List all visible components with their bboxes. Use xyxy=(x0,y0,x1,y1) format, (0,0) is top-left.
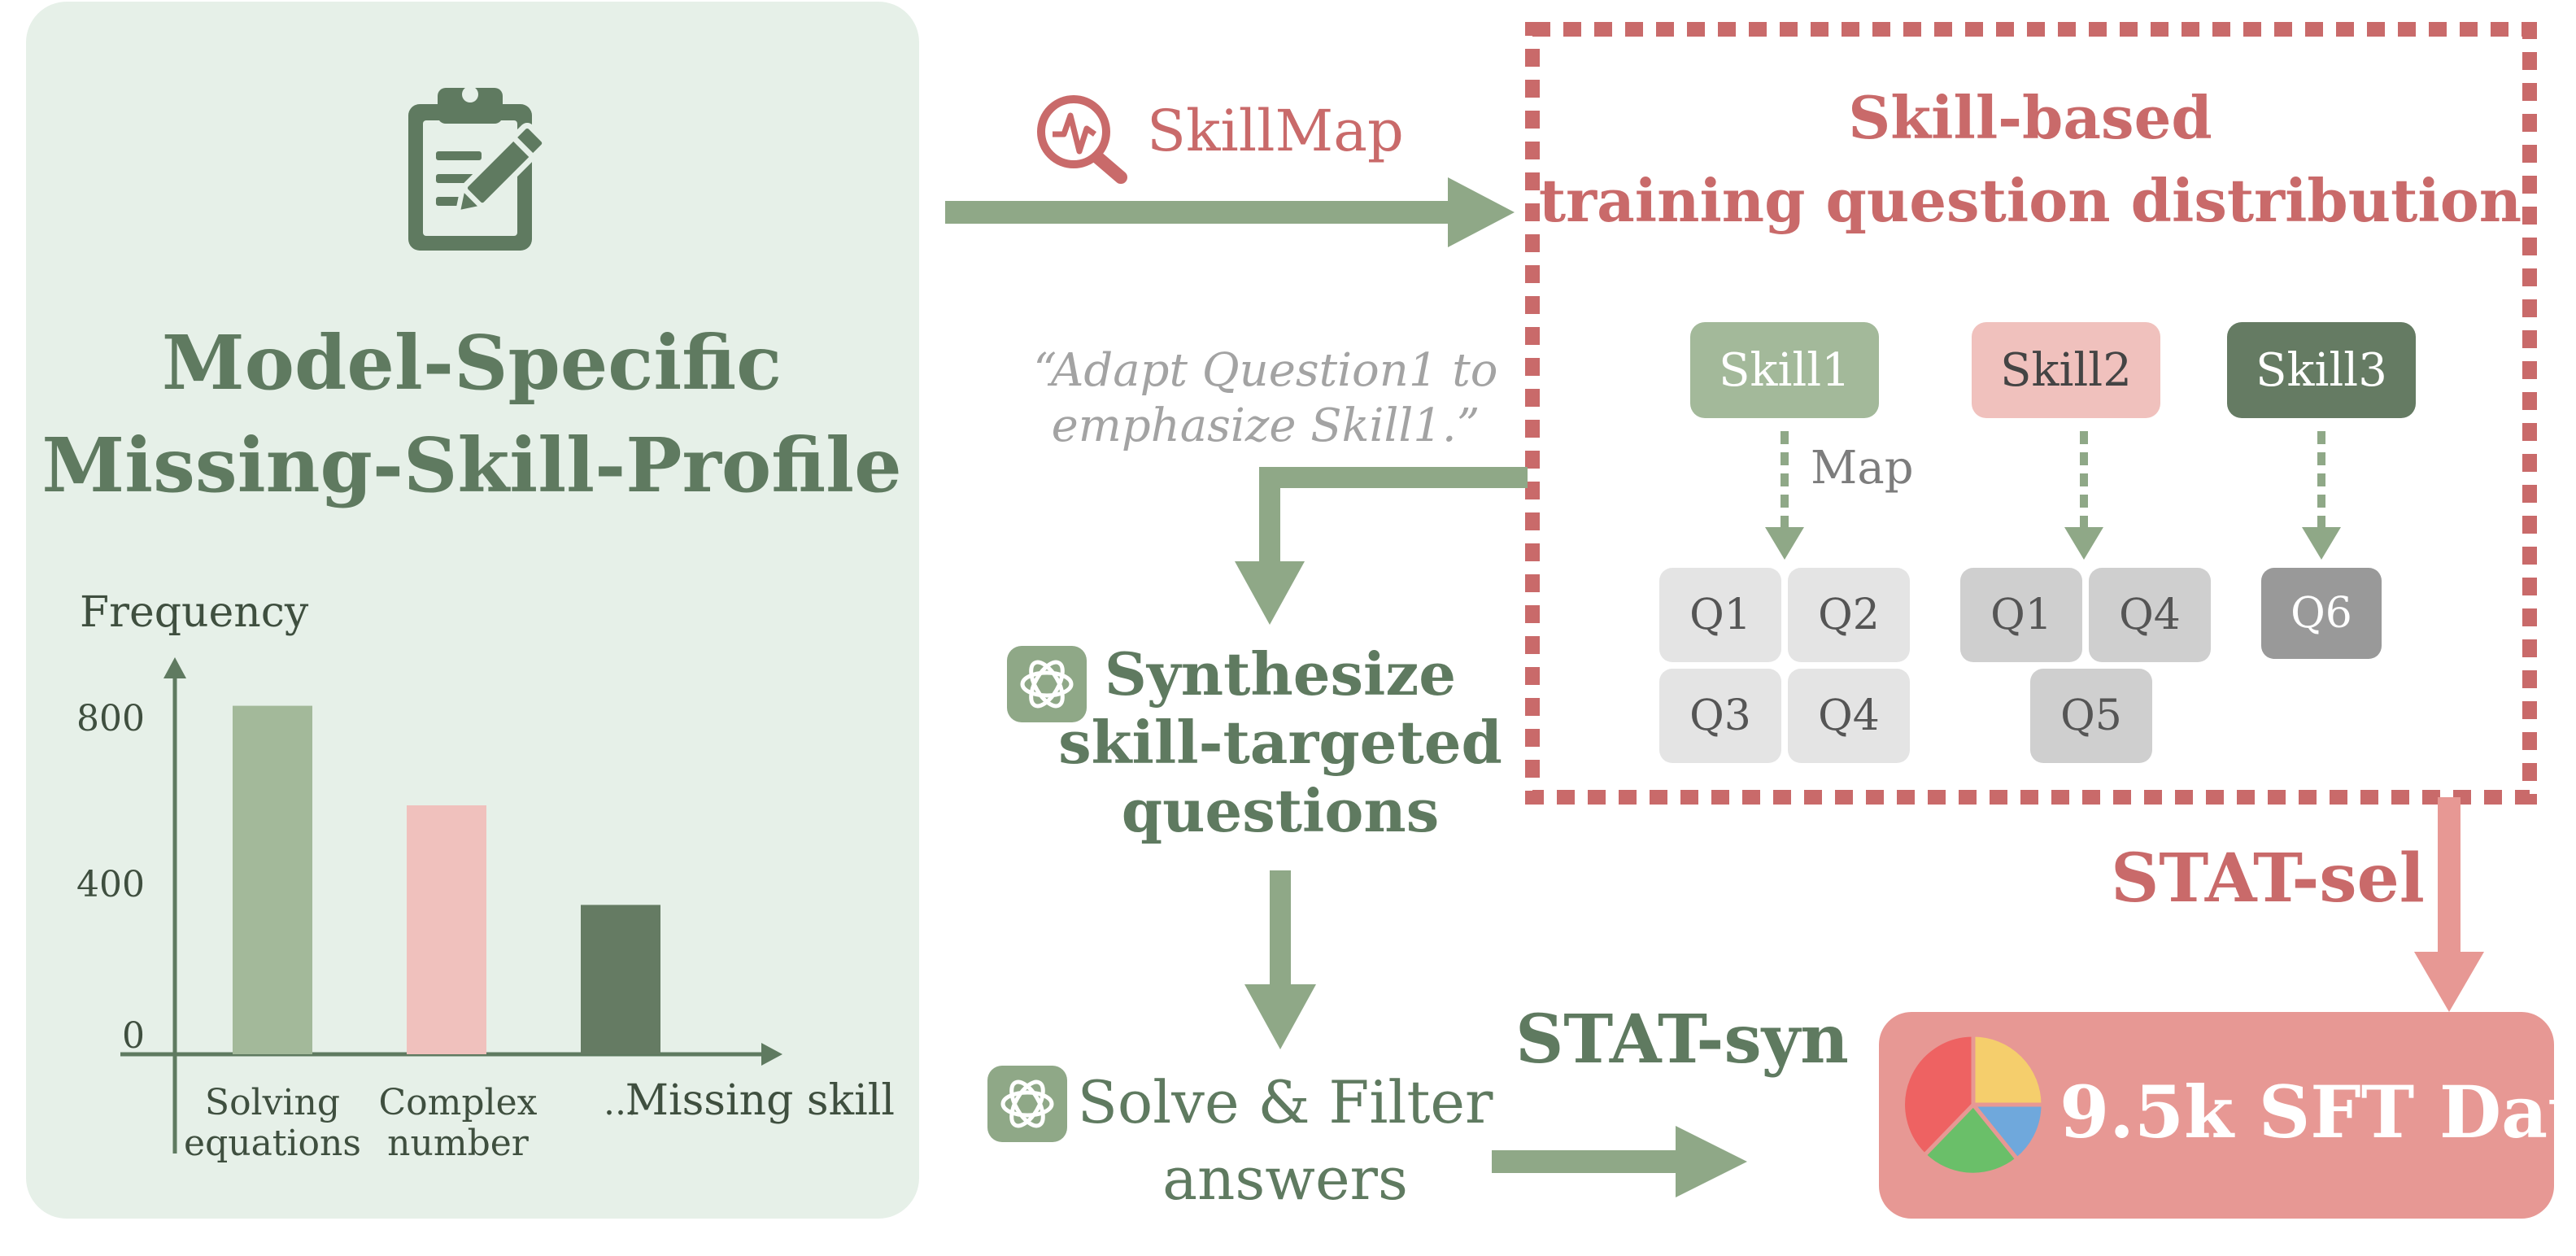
synthesize-line1: Synthesize xyxy=(1105,639,1456,709)
bar-2 xyxy=(407,805,486,1054)
skillmap-arrow xyxy=(945,177,1515,247)
x-tick-label: number xyxy=(387,1123,530,1164)
skill-2-question-1: Q1 xyxy=(1990,591,2052,639)
skill-2-label: Skill2 xyxy=(2000,344,2132,397)
y-axis-label: Frequency xyxy=(80,588,309,637)
skill-1-label: Skill1 xyxy=(1719,344,1850,397)
x-axis-arrowhead xyxy=(761,1043,782,1066)
clipboard-pen-icon xyxy=(408,86,548,251)
skill-distribution-box: Skill-based training question distributi… xyxy=(1525,22,2537,805)
stat-syn-arrow xyxy=(1492,1126,1747,1197)
adapt-elbow-arrow xyxy=(1235,467,1528,625)
adapt-prompt-line1: “Adapt Question1 to xyxy=(1034,344,1498,397)
skill-1-question-1: Q1 xyxy=(1689,591,1751,639)
solve-line2: answers xyxy=(1162,1145,1408,1213)
profile-title-line2: Missing-Skill-Profile xyxy=(41,421,901,509)
stat-sel-label: STAT-sel xyxy=(2111,840,2425,918)
skill-3-question-1: Q6 xyxy=(2291,589,2352,638)
profile-title-line1: Model-Specific xyxy=(162,319,782,407)
stat-syn-label: STAT-syn xyxy=(1515,1001,1849,1079)
y-tick-label: 800 xyxy=(76,698,145,739)
synthesize-openai-logo-icon xyxy=(1007,646,1087,722)
skill-1-group: Skill1 Map Q1 Q2 Q3 Q4 xyxy=(1659,322,1914,763)
x-tick-label: Solving xyxy=(205,1082,340,1123)
synthesize-line3: questions xyxy=(1122,776,1440,845)
missing-skill-profile-panel: Model-Specific Missing-Skill-Profile Fre… xyxy=(26,2,919,1219)
solve-openai-logo-icon xyxy=(987,1066,1067,1142)
y-tick-label: 400 xyxy=(76,864,145,905)
x-tick-label: ... xyxy=(604,1082,638,1123)
stat-sel-arrow xyxy=(2414,797,2484,1012)
skill-1-question-2: Q2 xyxy=(1818,591,1880,639)
skill-2-question-2: Q4 xyxy=(2119,591,2181,639)
x-tick-label: equations xyxy=(184,1123,361,1164)
skill-3-label: Skill3 xyxy=(2256,344,2387,397)
sft-data-label: 9.5k SFT Data xyxy=(2059,1070,2576,1154)
synthesize-line2: skill-targeted xyxy=(1058,708,1502,777)
skill-2-group: Skill2 Q1 Q4 Q5 xyxy=(1960,322,2211,763)
bar-1 xyxy=(233,705,312,1054)
bar-3 xyxy=(581,905,660,1054)
solve-line1: Solve & Filter xyxy=(1078,1068,1493,1136)
skill-1-question-4: Q4 xyxy=(1818,691,1880,740)
y-axis-arrowhead xyxy=(163,657,186,678)
distribution-title-line2: training question distribution xyxy=(1539,166,2522,235)
x-tick-label: Complex xyxy=(379,1082,538,1123)
skill-2-question-3: Q5 xyxy=(2060,691,2122,740)
x-axis-label: Missing skill xyxy=(625,1076,895,1125)
skill-3-group: Skill3 Q6 xyxy=(2227,322,2416,659)
pie-chart-icon xyxy=(1901,1032,2046,1177)
distribution-title-line1: Skill-based xyxy=(1848,83,2212,152)
sft-data-box: 9.5k SFT Data xyxy=(1879,1012,2576,1219)
skill-1-question-3: Q3 xyxy=(1689,691,1751,740)
y-tick-label: 0 xyxy=(122,1015,145,1057)
magnifier-pulse-icon xyxy=(1037,95,1127,184)
skillmap-label: SkillMap xyxy=(1147,98,1404,164)
map-label: Map xyxy=(1811,442,1914,495)
adapt-prompt-line2: emphasize Skill1.” xyxy=(1052,399,1480,452)
synthesize-to-solve-arrow xyxy=(1244,870,1316,1049)
